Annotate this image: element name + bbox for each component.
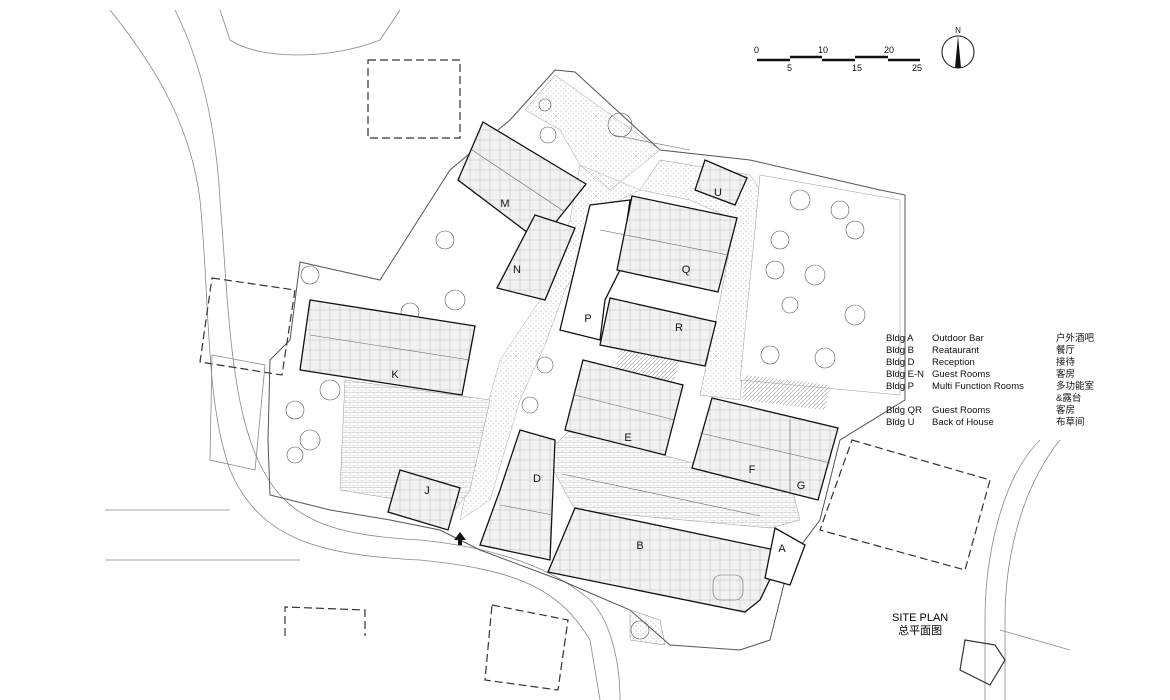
legend-row: Bldg QR Guest Rooms 客房 bbox=[886, 405, 1096, 417]
legend-row: &露台 bbox=[886, 393, 1096, 405]
roads bbox=[105, 9, 1071, 700]
legend-row: Bldg E-N Guest Rooms 客房 bbox=[886, 369, 1096, 381]
label-j: J bbox=[424, 485, 430, 497]
scale-bar bbox=[757, 55, 920, 62]
scale-label-25: 25 bbox=[912, 63, 923, 73]
legend-code: Bldg B bbox=[886, 345, 914, 356]
legend-zh: 布草间 bbox=[1056, 417, 1085, 428]
legend-name: Reception bbox=[932, 357, 975, 368]
legend-name: Guest Rooms bbox=[932, 369, 991, 380]
buildings bbox=[299, 121, 839, 613]
legend-code: Bldg P bbox=[886, 381, 914, 392]
north-label: N bbox=[955, 26, 961, 35]
entrance-arrow-icon bbox=[454, 532, 466, 545]
legend-zh: 餐厅 bbox=[1056, 345, 1076, 356]
label-r: R bbox=[675, 322, 683, 334]
label-u: U bbox=[714, 187, 722, 199]
legend-zh: 户外酒吧 bbox=[1056, 333, 1095, 344]
scale-label-5: 5 bbox=[787, 63, 793, 73]
label-d: D bbox=[533, 473, 541, 485]
label-g: G bbox=[797, 480, 806, 492]
legend-row: Bldg P Multi Function Rooms 多功能室 bbox=[886, 381, 1096, 393]
building-j bbox=[387, 469, 461, 531]
legend-zh: 客房 bbox=[1056, 369, 1076, 380]
building-f bbox=[691, 397, 839, 501]
north-arrow-icon bbox=[941, 35, 975, 69]
legend-zh: &露台 bbox=[1056, 393, 1082, 404]
building-r bbox=[599, 297, 717, 367]
label-f: F bbox=[749, 464, 756, 476]
label-m: M bbox=[500, 198, 509, 210]
legend-name: Back of House bbox=[932, 417, 994, 428]
scale-label-10: 10 bbox=[818, 45, 829, 55]
legend-zh: 客房 bbox=[1056, 405, 1076, 416]
label-e: E bbox=[624, 432, 631, 444]
legend-code: Bldg D bbox=[886, 357, 915, 368]
legend-code: Bldg E-N bbox=[886, 369, 925, 380]
legend-row: Bldg B Reataurant 餐厅 bbox=[886, 345, 1096, 357]
title-zh: 总平面图 bbox=[898, 625, 943, 637]
legend-row: Bldg A Outdoor Bar 户外酒吧 bbox=[886, 333, 1096, 345]
building-p bbox=[559, 199, 631, 341]
title-en: SITE PLAN bbox=[892, 612, 949, 624]
building-q bbox=[616, 195, 738, 293]
building-d bbox=[479, 429, 556, 561]
legend-row: Bldg D Reception 接待 bbox=[886, 357, 1096, 369]
site-boundary bbox=[267, 69, 906, 651]
label-n: N bbox=[513, 264, 521, 276]
legend-name: Multi Function Rooms bbox=[932, 381, 1024, 392]
legend-code: Bldg U bbox=[886, 417, 915, 428]
building-n bbox=[496, 214, 576, 301]
legend-name: Reataurant bbox=[932, 345, 980, 356]
building-k bbox=[299, 299, 476, 396]
label-p: P bbox=[584, 313, 591, 325]
label-a: A bbox=[778, 543, 786, 555]
legend-zh: 多功能室 bbox=[1056, 381, 1095, 392]
label-b: B bbox=[636, 540, 643, 552]
building-a bbox=[764, 526, 806, 586]
label-k: K bbox=[391, 369, 399, 381]
scale-label-15: 15 bbox=[852, 63, 863, 73]
drawing-title: SITE PLAN 总平面图 bbox=[892, 612, 948, 638]
neighbouring-plots bbox=[199, 59, 991, 691]
label-q: Q bbox=[682, 264, 691, 276]
legend-code: Bldg A bbox=[886, 333, 914, 344]
legend-code: Bldg QR bbox=[886, 405, 922, 416]
scale-label-20: 20 bbox=[884, 45, 895, 55]
legend-code bbox=[886, 393, 932, 405]
legend-row: Bldg U Back of House 布草间 bbox=[886, 417, 1096, 429]
legend-name: Guest Rooms bbox=[932, 405, 991, 416]
building-u bbox=[694, 159, 748, 206]
legend-zh: 接待 bbox=[1056, 357, 1076, 368]
legend-name: Outdoor Bar bbox=[932, 333, 984, 344]
scale-label-0: 0 bbox=[754, 45, 760, 55]
legend-name bbox=[932, 393, 1056, 405]
